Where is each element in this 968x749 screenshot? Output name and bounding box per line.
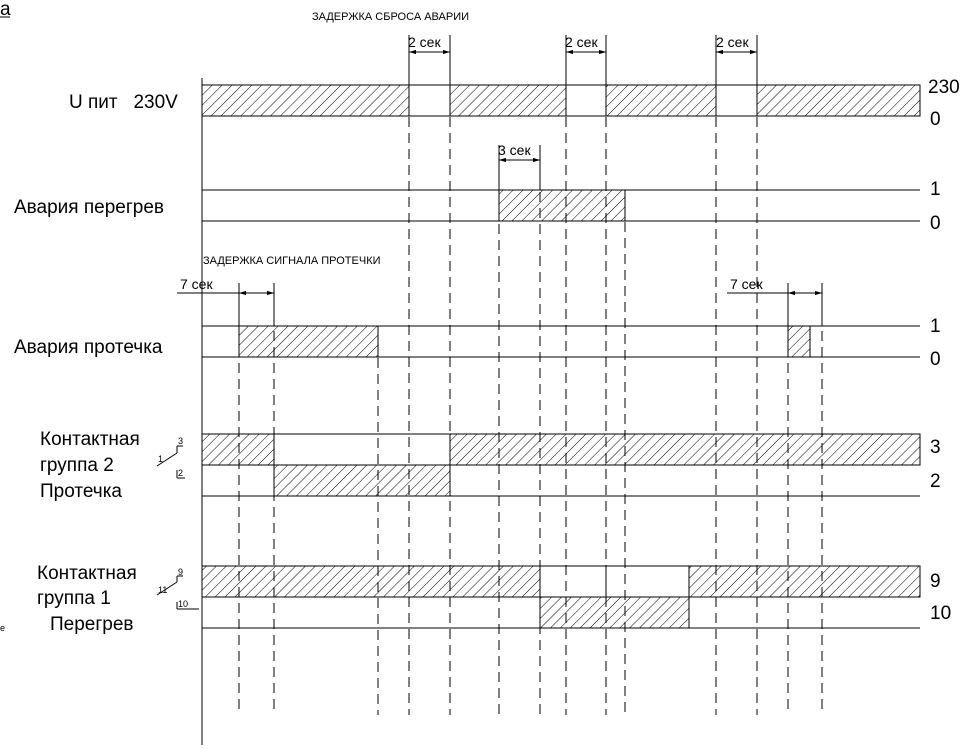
group1-contact-symbol bbox=[156, 575, 199, 610]
group1-bottom-value: 10 bbox=[930, 603, 951, 624]
reset-1-label: 2 сек bbox=[408, 34, 441, 50]
group2-label-line1: Контактная bbox=[40, 429, 140, 450]
power-row-label: U пит 230V bbox=[69, 92, 178, 113]
overheat-row-label: Авария перегрев bbox=[14, 197, 164, 218]
group2-label-line3: Протечка bbox=[40, 481, 122, 502]
overheat-delay-label: 3 сек bbox=[498, 142, 531, 158]
power-top-value: 230 bbox=[928, 77, 960, 98]
group2-pin-common: 1 bbox=[158, 454, 163, 464]
power-bottom-value: 0 bbox=[930, 109, 941, 130]
reset-3-label: 2 сек bbox=[716, 34, 749, 50]
group2-pin-b: 2 bbox=[178, 468, 183, 478]
power-on-segment-4 bbox=[756, 84, 921, 117]
leak-1-label: 7 сек bbox=[180, 276, 213, 292]
power-on-segment-3 bbox=[605, 84, 717, 117]
group2-state2-segment bbox=[273, 464, 451, 497]
leak-top-value: 1 bbox=[930, 316, 941, 337]
group1-label-line2: группа 1 bbox=[37, 588, 111, 609]
group1-state9-segment-2 bbox=[688, 565, 921, 598]
corner-mark: a bbox=[0, 0, 11, 20]
group2-top-value: 3 bbox=[930, 437, 941, 458]
overheat-bottom-value: 0 bbox=[930, 213, 941, 234]
group1-label-line1: Контактная bbox=[37, 563, 137, 584]
group2-pin-a: 3 bbox=[178, 436, 183, 446]
power-on-segment-2 bbox=[449, 84, 567, 117]
leak-active-segment-1 bbox=[238, 325, 379, 358]
overheat-top-value: 1 bbox=[930, 179, 941, 200]
group2-contact-symbol bbox=[156, 445, 185, 479]
group1-pin-b: 10 bbox=[178, 599, 188, 609]
leak-row-label: Авария протечка bbox=[14, 337, 163, 358]
group1-state10-segment bbox=[539, 596, 690, 629]
group1-label-line3: Перегрев bbox=[50, 614, 134, 635]
reset-2-label: 2 сек bbox=[565, 34, 598, 50]
leak-active-segment-2 bbox=[787, 325, 811, 358]
group2-bottom-value: 2 bbox=[930, 471, 941, 492]
leak-delay-title: ЗАДЕРЖКА СИГНАЛА ПРОТЕЧКИ bbox=[203, 255, 381, 267]
leak-2-label: 7 сек bbox=[730, 276, 763, 292]
reset-delay-title: ЗАДЕРЖКА СБРОСА АВАРИИ bbox=[312, 11, 469, 23]
group1-state9-segment-1 bbox=[201, 565, 541, 598]
group1-top-value: 9 bbox=[930, 571, 941, 592]
group2-label-line2: группа 2 bbox=[40, 455, 114, 476]
power-on-segment-1 bbox=[201, 84, 410, 117]
leak-bottom-value: 0 bbox=[930, 349, 941, 370]
group2-state3-segment-2 bbox=[449, 433, 921, 466]
group2-state3-segment-1 bbox=[201, 433, 275, 466]
stray-mark: е bbox=[0, 623, 5, 633]
group1-pin-common: 11 bbox=[158, 585, 167, 595]
group1-pin-a: 9 bbox=[178, 567, 183, 577]
